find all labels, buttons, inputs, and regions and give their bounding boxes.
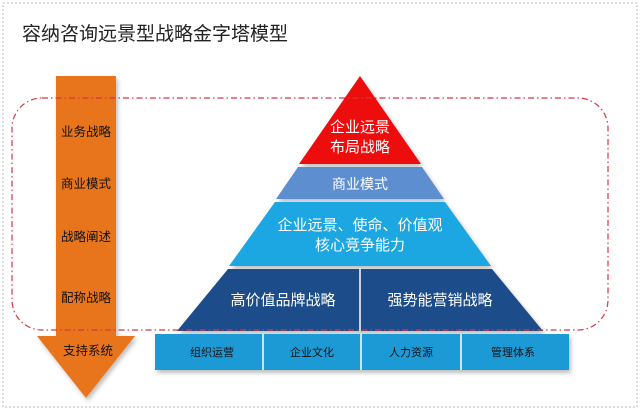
tier4-left-label: 高价值品牌战略 — [230, 291, 335, 309]
arrow-label-business-model: 商业模式 — [61, 176, 112, 191]
support-arrow — [37, 76, 135, 398]
base-label-culture: 企业文化 — [290, 345, 334, 359]
arrow-label-fit-strategy: 配称战略 — [61, 290, 112, 305]
outer-frame — [2, 2, 638, 408]
arrow-label-business-strategy: 业务战略 — [61, 124, 112, 139]
tier2-label: 商业模式 — [332, 177, 388, 193]
tier1-line1: 企业远景 — [330, 118, 390, 136]
tier3-line1: 企业远景、使命、价值观 — [277, 216, 442, 234]
base-label-management: 管理体系 — [491, 345, 535, 359]
highlight-outline — [11, 97, 609, 331]
tier4-right-label: 强势能营销战略 — [387, 291, 492, 309]
pyramid-tier-business-model — [276, 167, 444, 199]
tier3-line2: 核心竞争能力 — [315, 236, 405, 254]
diagram-title: 容纳咨询远景型战略金字塔模型 — [22, 23, 288, 45]
base-cell-operations — [155, 334, 263, 370]
arrow-label-support-system: 支持系统 — [63, 343, 113, 358]
pyramid-tier-mission — [229, 202, 491, 266]
base-cell-hr — [361, 334, 461, 370]
base-cell-management — [461, 334, 569, 370]
pyramid-tier-vision — [299, 76, 421, 164]
base-label-hr: 人力资源 — [389, 345, 433, 359]
arrow-label-strategy-statement: 战略阐述 — [61, 229, 112, 244]
base-cell-culture — [263, 334, 361, 370]
base-label-operations: 组织运营 — [190, 345, 234, 359]
tier1-line2: 布局战略 — [330, 138, 390, 156]
